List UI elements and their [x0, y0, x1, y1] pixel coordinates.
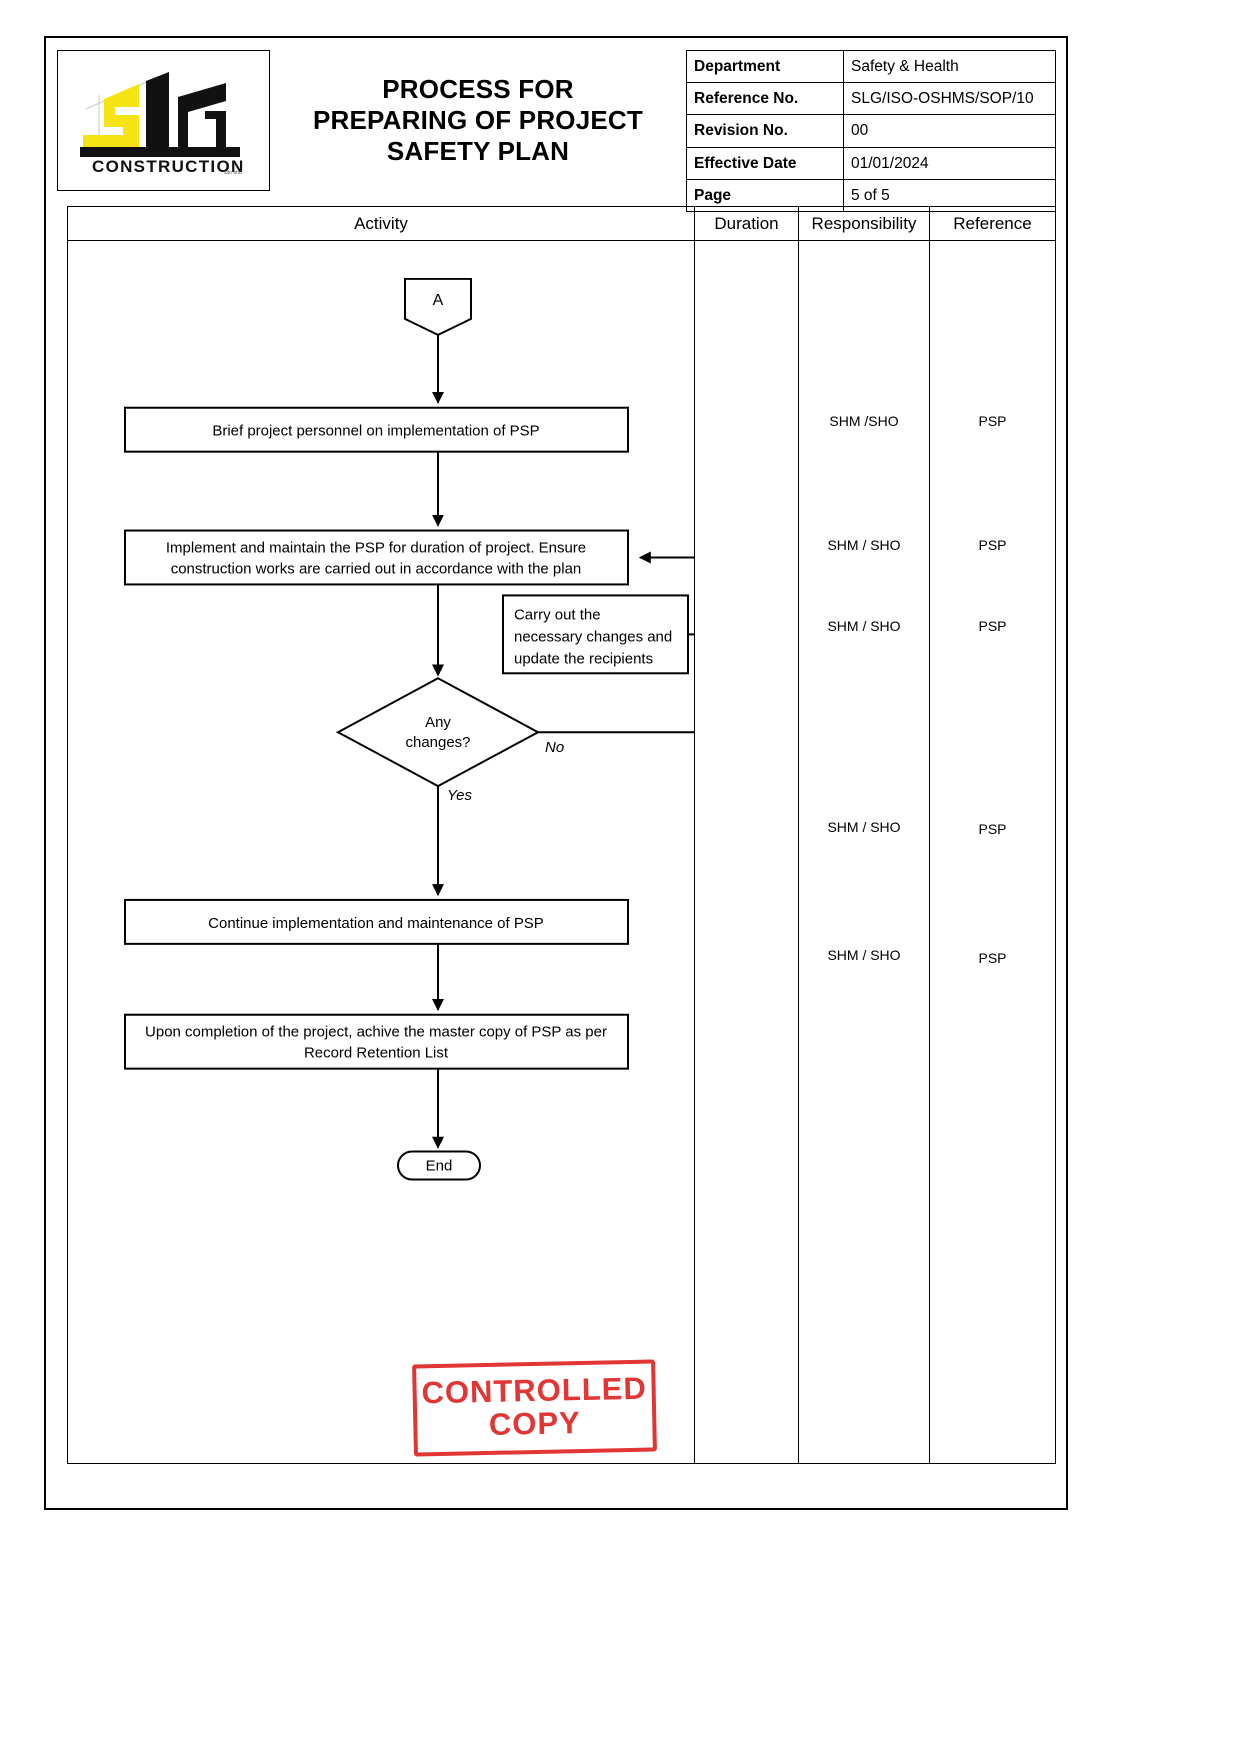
arrow-no-branch [538, 731, 694, 734]
column-header-duration: Duration [694, 207, 798, 240]
table-header-row: Activity Duration Responsibility Referen… [68, 207, 1055, 241]
responsibility-row-3: SHM / SHO [827, 618, 901, 634]
reference-row-1: PSP [978, 413, 1007, 429]
page-border [44, 36, 1068, 1510]
meta-row-effective-date: Effective Date 01/01/2024 [686, 146, 1056, 180]
responsibility-row-2: SHM / SHO [827, 537, 901, 553]
step2-label-line1: Implement and maintain the PSP for durat… [166, 540, 586, 557]
meta-key-department: Department [686, 49, 844, 84]
meta-value-reference-no: SLG/ISO-OSHMS/SOP/10 [843, 82, 1056, 116]
document-meta-table: Department Safety & Health Reference No.… [686, 49, 1056, 212]
title-line-3: SAFETY PLAN [386, 135, 570, 166]
responsibility-row-1: SHM /SHO [829, 413, 899, 429]
step4-label-line2: Record Retention List [304, 1045, 449, 1062]
step2-label-line2: construction works are carried out in ac… [171, 560, 582, 577]
column-header-reference: Reference [929, 207, 1055, 240]
side-box-carry-out-changes [502, 594, 689, 675]
slg-construction-logo-icon: CONSTRUCTION sdn bhd [80, 72, 245, 176]
document-title-cell: PROCESS FOR PREPARING OF PROJECT SAFETY … [270, 50, 686, 191]
end-terminator-shape [397, 1150, 481, 1181]
reference-row-3: PSP [978, 618, 1007, 634]
decision-diamond [335, 677, 541, 788]
title-line-2: PREPARING OF PROJECT [312, 105, 643, 136]
meta-row-revision-no: Revision No. 00 [686, 114, 1056, 148]
process-flowchart: A Brief project personnel on implementat… [124, 277, 694, 1181]
meta-key-reference-no: Reference No. [686, 82, 844, 116]
column-header-activity: Activity [354, 213, 408, 233]
side-box-line2: necessary changes and [514, 628, 672, 645]
end-terminator-label: End [426, 1157, 453, 1174]
decision-label-line1: Any [425, 714, 451, 731]
decision-label-line2: changes? [406, 734, 471, 751]
side-box-line3: update the recipients [514, 650, 653, 667]
step1-label: Brief project personnel on implementatio… [212, 423, 539, 440]
company-logo-cell: CONSTRUCTION sdn bhd [57, 50, 270, 191]
reference-column: PSP PSP PSP PSP PSP [929, 241, 1055, 1463]
branch-label-no: No [545, 739, 564, 756]
meta-row-reference-no: Reference No. SLG/ISO-OSHMS/SOP/10 [686, 82, 1056, 116]
step3-label: Continue implementation and maintenance … [208, 915, 544, 932]
reference-row-4: PSP [978, 821, 1007, 837]
meta-value-department: Safety & Health [843, 49, 1056, 84]
logo-subtext: sdn bhd [224, 170, 242, 176]
meta-value-revision-no: 00 [843, 114, 1056, 148]
procedure-table: Activity Duration Responsibility Referen… [67, 206, 1056, 1464]
connector-a-label: A [433, 292, 444, 309]
title-line-1: PROCESS FOR [382, 74, 574, 105]
column-header-responsibility: Responsibility [798, 207, 929, 240]
duration-column [694, 241, 798, 1463]
meta-key-revision-no: Revision No. [686, 114, 844, 148]
step2-box [124, 529, 629, 586]
responsibility-column: SHM /SHO SHM / SHO SHM / SHO SHM / SHO S… [798, 241, 929, 1463]
page-title: PROCESS FOR PREPARING OF PROJECT SAFETY … [313, 74, 643, 166]
meta-value-effective-date: 01/01/2024 [843, 146, 1056, 180]
document-header: CONSTRUCTION sdn bhd PROCESS FOR PREPARI… [57, 49, 1056, 212]
responsibility-row-5: SHM / SHO [827, 947, 901, 963]
meta-key-effective-date: Effective Date [686, 146, 844, 180]
meta-row-department: Department Safety & Health [686, 49, 1056, 84]
logo-wordmark: CONSTRUCTION [92, 157, 245, 176]
step3-box [124, 898, 629, 945]
responsibility-row-4: SHM / SHO [827, 819, 901, 835]
table-body: A Brief project personnel on implementat… [68, 241, 1055, 1463]
arrow-feedback-to-step2 [638, 551, 694, 636]
side-box-line1: Carry out the [514, 606, 601, 623]
step1-box [124, 406, 629, 453]
activity-column: A Brief project personnel on implementat… [68, 241, 694, 1463]
reference-row-5: PSP [978, 950, 1007, 966]
step4-box [124, 1013, 629, 1070]
reference-row-2: PSP [978, 537, 1007, 553]
connector-a-shape [404, 277, 472, 336]
branch-label-yes: Yes [447, 787, 473, 804]
step4-label-line1: Upon completion of the project, achive t… [145, 1024, 607, 1041]
